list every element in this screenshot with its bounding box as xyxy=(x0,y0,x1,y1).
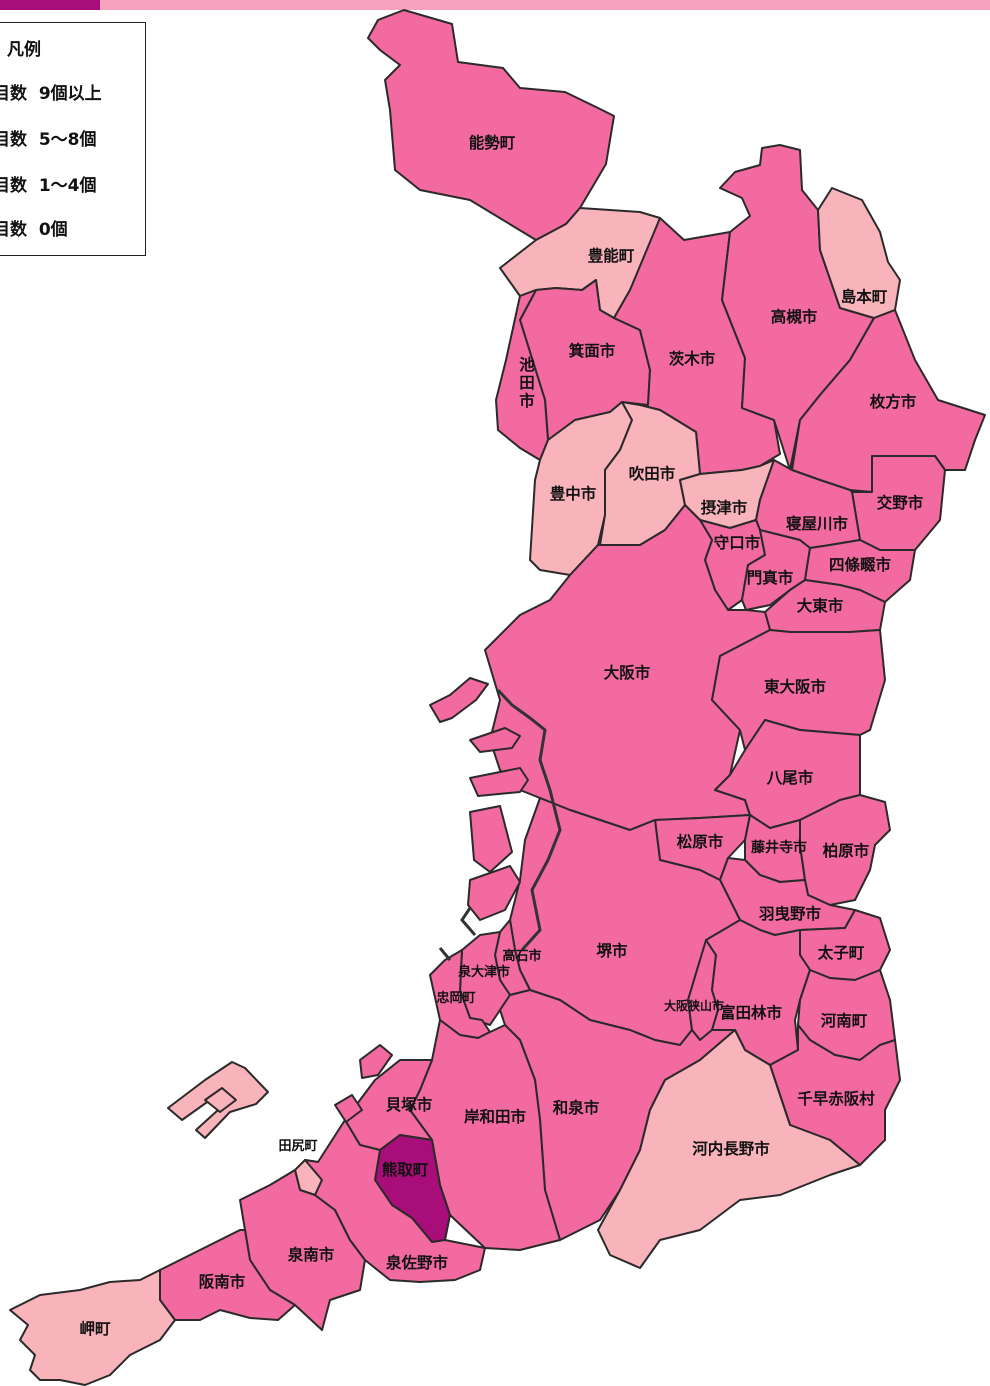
region-label: 千早赤阪村 xyxy=(797,1089,875,1108)
region-label-char: 池 xyxy=(519,355,535,374)
region-label: 和泉市 xyxy=(553,1098,600,1117)
region-label: 羽曳野市 xyxy=(759,904,822,923)
region-label: 門真市 xyxy=(747,568,794,587)
region-izumisano[interactable] xyxy=(304,1119,486,1283)
region-label: 大阪市 xyxy=(604,663,651,682)
legend: 凡例 目数 9個以上 目数 5〜8個 目数 1〜4個 目数 0個 xyxy=(0,22,146,256)
region-label: 東大阪市 xyxy=(764,677,827,696)
legend-item-value: 1〜4個 xyxy=(38,176,97,196)
legend-title: 凡例 xyxy=(7,40,41,60)
region-label: 泉大津市 xyxy=(458,964,510,980)
region-shimamoto[interactable] xyxy=(817,187,901,319)
bay-island-5 xyxy=(467,865,521,921)
region-label: 河内長野市 xyxy=(692,1139,770,1158)
region-tondabayashi[interactable] xyxy=(705,919,811,1066)
region-kawachinagano[interactable] xyxy=(597,1029,861,1269)
bay-island-3 xyxy=(469,767,529,797)
region-label: 茨木市 xyxy=(669,349,716,368)
region-label: 能勢町 xyxy=(469,133,516,152)
legend-item-value: 5〜8個 xyxy=(38,130,97,150)
region-label: 岸和田市 xyxy=(464,1107,527,1126)
legend-item-none: 目数 0個 xyxy=(0,215,68,240)
region-label: 熊取町 xyxy=(382,1160,429,1179)
bay-island-6 xyxy=(359,1044,393,1079)
region-label: 阪南市 xyxy=(199,1272,246,1291)
region-label: 柏原市 xyxy=(823,841,870,860)
region-label: 島本町 xyxy=(841,287,888,306)
region-label: 豊能町 xyxy=(588,246,635,265)
legend-item-high: 目数 9個以上 xyxy=(0,79,102,104)
region-labels: 能勢町 豊能町 箕面市 茨木市 高槻市 島本町 池田市 枚方市 豊中市 吹田市 … xyxy=(79,133,923,1338)
region-label: 泉南市 xyxy=(288,1245,335,1264)
legend-item-label: 目数 xyxy=(0,220,27,240)
legend-item-value: 0個 xyxy=(38,220,68,240)
legend-item-label: 目数 xyxy=(0,84,27,104)
region-label: 高石市 xyxy=(502,948,541,964)
region-label: 四條畷市 xyxy=(829,555,892,574)
legend-item-value: 9個以上 xyxy=(38,84,102,104)
legend-item-mid: 目数 5〜8個 xyxy=(0,125,97,150)
region-label: 寝屋川市 xyxy=(786,514,849,533)
region-label: 守口市 xyxy=(714,533,761,552)
region-label: 交野市 xyxy=(877,493,924,512)
region-label: 忠岡町 xyxy=(436,990,475,1006)
region-label: 大阪狭山市 xyxy=(664,998,724,1013)
region-label: 枚方市 xyxy=(870,392,917,411)
region-label: 岬町 xyxy=(79,1320,111,1338)
region-label: 豊中市 xyxy=(550,484,597,503)
region-label-char: 市 xyxy=(519,391,535,410)
region-label: 太子町 xyxy=(818,943,865,962)
region-label: 堺市 xyxy=(596,941,628,960)
region-label: 箕面市 xyxy=(568,341,616,360)
region-label: 摂津市 xyxy=(701,498,748,517)
legend-item-label: 目数 xyxy=(0,130,27,150)
airport-inner xyxy=(204,1087,237,1113)
region-label: 藤井寺市 xyxy=(751,839,807,856)
top-bar-accent xyxy=(0,0,100,10)
region-misaki[interactable] xyxy=(9,1269,176,1386)
region-label-char: 田 xyxy=(519,374,535,392)
region-label: 池田市 xyxy=(519,355,535,410)
bay-island-7 xyxy=(334,1094,363,1123)
legend-item-label: 目数 xyxy=(0,176,27,196)
region-label: 高槻市 xyxy=(771,307,818,326)
region-label: 田尻町 xyxy=(278,1139,317,1154)
region-label: 松原市 xyxy=(677,832,724,851)
region-label: 吹田市 xyxy=(629,464,676,483)
region-label: 河南町 xyxy=(821,1011,868,1030)
bay-coastline xyxy=(438,688,562,961)
bay-island-2 xyxy=(469,727,521,753)
top-bar xyxy=(0,0,990,10)
region-hannan[interactable] xyxy=(159,1229,296,1321)
region-label: 泉佐野市 xyxy=(386,1253,449,1272)
region-label: 八尾市 xyxy=(766,768,814,787)
region-label: 貝塚市 xyxy=(386,1095,433,1114)
legend-item-low: 目数 1〜4個 xyxy=(0,171,97,196)
bay-island-4 xyxy=(469,805,513,873)
region-label: 大東市 xyxy=(797,596,844,615)
bay-island-1 xyxy=(429,677,489,723)
region-label: 富田林市 xyxy=(720,1003,783,1022)
region-nose[interactable] xyxy=(367,9,615,241)
